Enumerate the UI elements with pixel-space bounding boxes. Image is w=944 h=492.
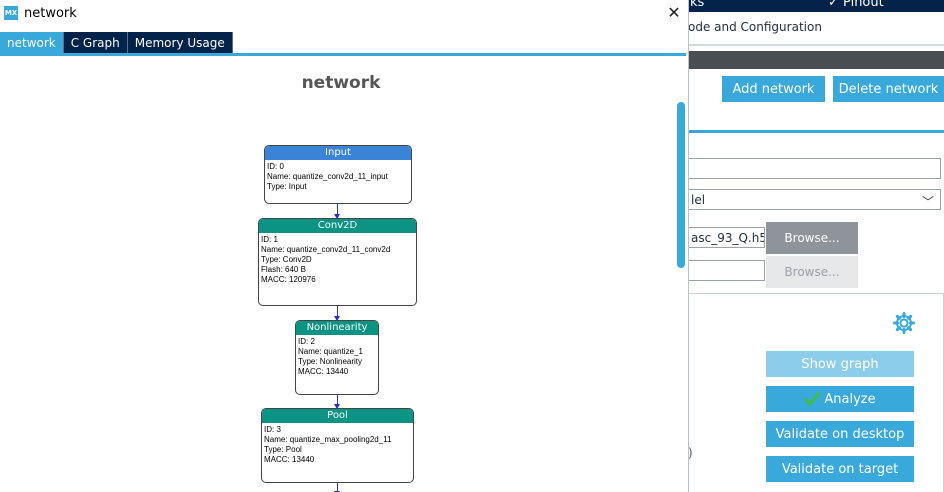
divider: [688, 44, 944, 46]
pinout-tab[interactable]: ✓ Pinout: [828, 0, 884, 10]
node-line: Name: quantize_1: [298, 347, 363, 356]
node-header: Conv2D: [259, 219, 416, 233]
dialog-tabs: network C Graph Memory Usage: [0, 32, 233, 53]
node-line: Type: Nonlinearity: [298, 357, 363, 366]
gear-icon[interactable]: [892, 311, 916, 335]
mode-config-label: ode and Configuration: [688, 20, 822, 34]
node-body: ID: 3 Name: quantize_max_pooling2d_11 Ty…: [262, 423, 413, 465]
validate-desktop-button[interactable]: Validate on desktop: [766, 421, 914, 447]
network-name-input[interactable]: [688, 158, 941, 179]
analyze-button[interactable]: Analyze: [766, 386, 914, 412]
analyze-label: Analyze: [824, 391, 876, 407]
edge-arrow: [334, 204, 340, 219]
partial-text: ): [688, 446, 693, 460]
section-divider: [688, 130, 944, 133]
graph-title: network: [301, 73, 381, 93]
network-dialog: MX network ✕ network C Graph Memory Usag…: [0, 0, 689, 492]
tab-underline: [0, 53, 686, 56]
graph-node-input[interactable]: Input ID: 0 Name: quantize_conv2d_11_inp…: [264, 145, 412, 204]
show-graph-button[interactable]: Show graph: [766, 351, 914, 377]
top-bar-left-text: ks: [690, 0, 705, 10]
node-header: Input: [265, 146, 411, 160]
tab-network[interactable]: network: [0, 32, 64, 53]
node-line: ID: 1: [261, 235, 278, 244]
add-network-button[interactable]: Add network: [722, 76, 825, 102]
node-line: ID: 0: [267, 162, 284, 171]
model-type-value: lel: [691, 192, 706, 207]
node-line: MACC: 120976: [261, 275, 316, 284]
edge-arrow: [334, 395, 340, 409]
browse-model-button[interactable]: Browse...: [766, 222, 858, 254]
node-line: Name: quantize_conv2d_11_conv2d: [261, 245, 391, 254]
tab-memory-usage[interactable]: Memory Usage: [127, 32, 233, 53]
dialog-title: network: [24, 6, 77, 21]
node-header: Nonlinearity: [296, 321, 378, 335]
browse-validation-button[interactable]: Browse...: [766, 256, 858, 288]
node-line: Name: quantize_max_pooling2d_11: [264, 435, 392, 444]
edge-arrow: [334, 483, 340, 492]
tab-c-graph[interactable]: C Graph: [63, 32, 128, 53]
graph-node-nonlinearity[interactable]: Nonlinearity ID: 2 Name: quantize_1 Type…: [295, 320, 379, 395]
node-line: Type: Conv2D: [261, 255, 312, 264]
validation-file-input[interactable]: [688, 260, 765, 281]
node-line: Type: Pool: [264, 445, 302, 454]
node-line: Flash: 640 B: [261, 265, 306, 274]
model-type-select[interactable]: lel ﹀: [688, 189, 941, 210]
graph-node-pool[interactable]: Pool ID: 3 Name: quantize_max_pooling2d_…: [261, 408, 414, 483]
node-body: ID: 1 Name: quantize_conv2d_11_conv2d Ty…: [259, 233, 416, 285]
delete-network-button[interactable]: Delete network: [833, 76, 944, 102]
check-icon: [804, 392, 821, 406]
node-body: ID: 0 Name: quantize_conv2d_11_input Typ…: [265, 160, 411, 192]
graph-node-conv2d[interactable]: Conv2D ID: 1 Name: quantize_conv2d_11_co…: [258, 218, 417, 306]
node-line: ID: 2: [298, 337, 315, 346]
edge-arrow: [334, 306, 340, 321]
node-line: MACC: 13440: [298, 367, 349, 376]
section-header-bar: [688, 51, 944, 69]
model-file-input[interactable]: asc_93_Q.h5: [688, 227, 765, 248]
node-line: ID: 3: [264, 425, 281, 434]
mx-logo-icon: MX: [4, 6, 18, 20]
node-header: Pool: [262, 409, 413, 423]
node-line: MACC: 13440: [264, 455, 315, 464]
node-line: Type: Input: [267, 182, 307, 191]
graph-view: network Input ID: 0 Name: quantize_conv2…: [0, 56, 676, 492]
node-line: Name: quantize_conv2d_11_input: [267, 172, 388, 181]
app-top-bar: ks ✓ Pinout: [688, 0, 944, 12]
close-icon[interactable]: ✕: [667, 3, 681, 22]
chevron-down-icon: ﹀: [921, 195, 934, 209]
validate-target-button[interactable]: Validate on target: [766, 456, 914, 482]
scrollbar-thumb[interactable]: [677, 102, 685, 268]
dialog-title-bar: MX network ✕: [0, 0, 688, 30]
node-body: ID: 2 Name: quantize_1 Type: Nonlinearit…: [296, 335, 378, 377]
